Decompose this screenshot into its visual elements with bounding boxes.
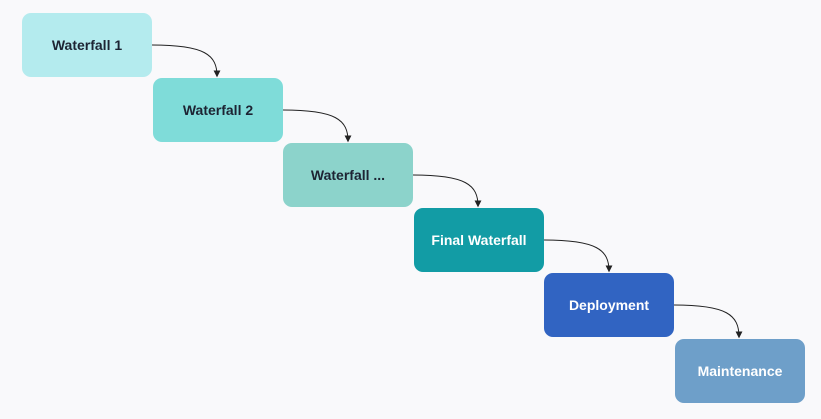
step-label: Waterfall 1 bbox=[51, 37, 123, 53]
step-waterfall-ellipsis: Waterfall ... bbox=[283, 143, 413, 207]
step-label: Deployment bbox=[568, 297, 650, 313]
step-label: Waterfall ... bbox=[310, 167, 386, 183]
connector-arrow-1-2 bbox=[151, 44, 221, 78]
connector-arrow-2-3 bbox=[282, 109, 352, 143]
connector-arrow-3-4 bbox=[412, 174, 482, 208]
step-label: Final Waterfall bbox=[431, 232, 527, 248]
step-label: Waterfall 2 bbox=[182, 102, 254, 118]
step-deployment: Deployment bbox=[544, 273, 674, 337]
step-waterfall-1: Waterfall 1 bbox=[22, 13, 152, 77]
connector-arrow-5-6 bbox=[673, 304, 743, 339]
step-waterfall-2: Waterfall 2 bbox=[153, 78, 283, 142]
connector-arrow-4-5 bbox=[543, 239, 613, 273]
step-maintenance: Maintenance bbox=[675, 339, 805, 403]
step-final-waterfall: Final Waterfall bbox=[414, 208, 544, 272]
step-label: Maintenance bbox=[697, 363, 783, 379]
